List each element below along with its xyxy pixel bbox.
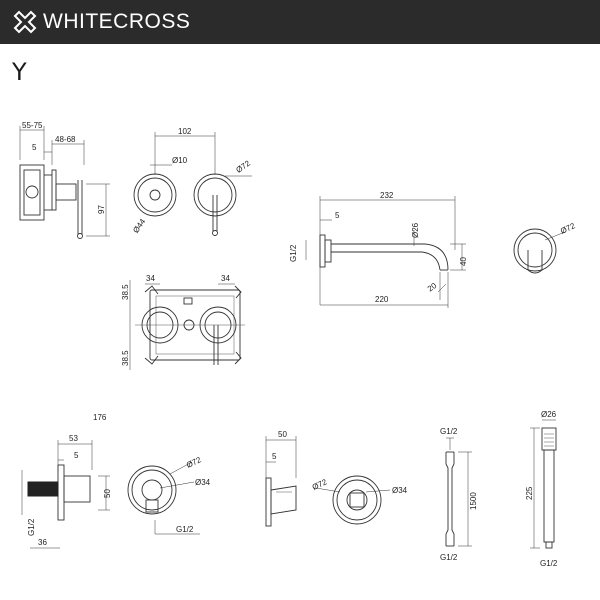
valve-side-depth-label: 55-75 <box>22 121 43 130</box>
valve-side-height-label: 97 <box>97 205 106 214</box>
box-upper-height-label: 38.5 <box>121 284 130 300</box>
spout-drop-label: 40 <box>459 257 468 266</box>
hose-length-label: 1500 <box>469 492 478 510</box>
valve-centres-label: 102 <box>178 127 192 136</box>
brand-name: WHITECROSS <box>43 10 191 33</box>
spout-thread-label: G1/2 <box>289 244 298 262</box>
valve-side-projection-label: 48-68 <box>55 135 76 144</box>
header-bar: WHITECROSS <box>0 0 600 44</box>
box-lower-height-label: 38.5 <box>121 350 130 366</box>
valve-side-plate-label: 5 <box>32 143 37 152</box>
valve-front-view: 102 Ø10 Ø72 Ø44 <box>131 127 252 236</box>
elbow-plate-dia-label: Ø72 <box>185 455 203 470</box>
handshower-length-label: 225 <box>525 486 534 500</box>
valve-side-view: 55-75 48-68 5 97 <box>19 121 110 239</box>
elbow-depth-label: 53 <box>69 434 78 443</box>
holder-front-view: Ø72 Ø34 <box>311 475 408 525</box>
spout-plate-dia-label: Ø72 <box>559 221 577 236</box>
box-right-width-label: 34 <box>221 274 230 283</box>
spout-plate-label: 5 <box>335 211 340 220</box>
holder-plate-label: 5 <box>272 452 277 461</box>
holder-depth-label: 50 <box>278 430 287 439</box>
handshower-thread-label: G1/2 <box>540 559 558 568</box>
holder-outlet-dia-label: Ø34 <box>392 486 408 495</box>
hose-bottom-thread-label: G1/2 <box>440 553 458 562</box>
valve-handle-dia-label: Ø44 <box>131 217 147 235</box>
hose-top-thread-label: G1/2 <box>440 427 458 436</box>
spout-front-view: Ø72 <box>513 221 577 274</box>
hand-shower-view: Ø26 225 G1/2 <box>525 410 558 568</box>
spout-length-label: 232 <box>380 191 394 200</box>
elbow-front-view: Ø72 Ø34 G1/2 <box>127 455 211 535</box>
elbow-outlet-thread-label: G1/2 <box>176 525 194 534</box>
spout-projection-label: 220 <box>375 295 389 304</box>
holder-side-view: 50 5 <box>265 430 297 527</box>
box-left-width-label: 34 <box>146 274 155 283</box>
product-code: Y <box>12 58 27 86</box>
elbow-side-view: 176 53 5 50 G1/2 36 <box>21 413 112 549</box>
handshower-dia-label: Ø26 <box>541 410 557 419</box>
elbow-ref-label: 176 <box>93 413 107 422</box>
elbow-height-label: 50 <box>103 489 112 498</box>
hose-view: G1/2 1500 G1/2 <box>440 427 478 562</box>
elbow-inlet-label: 36 <box>38 538 47 547</box>
elbow-plate-label: 5 <box>74 451 79 460</box>
valve-stem-dia-label: Ø10 <box>172 156 188 165</box>
valve-plate-dia-label: Ø72 <box>234 158 252 174</box>
whitecross-logo-icon <box>13 10 37 34</box>
elbow-thread-label: G1/2 <box>27 518 36 536</box>
concealed-box-view: 34 34 38.5 38.5 <box>121 274 245 370</box>
spout-side-view: 232 5 Ø26 G1/2 40 20 220 <box>289 191 468 308</box>
spout-outlet-label: 20 <box>426 281 439 294</box>
elbow-outlet-dia-label: Ø34 <box>195 478 211 487</box>
spout-dia-label: Ø26 <box>411 222 420 238</box>
